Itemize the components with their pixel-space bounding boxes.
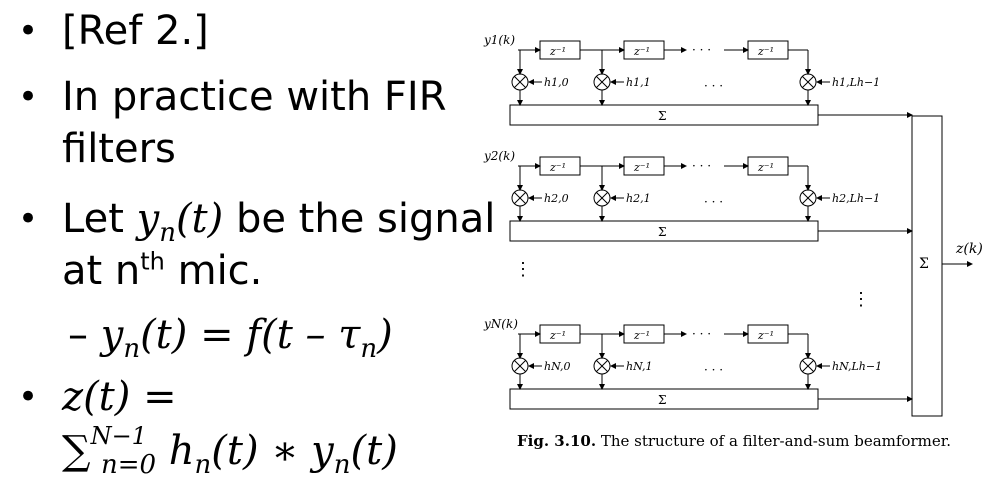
- horizontal-ellipsis: · · ·: [704, 363, 723, 377]
- bullet-dot: •: [18, 77, 39, 117]
- vertical-ellipsis-left: ⋮: [514, 259, 532, 280]
- tap-coefficient: h2,Lh−1: [832, 192, 880, 205]
- tap-coefficient: h1,Lh−1: [832, 76, 880, 89]
- input-label: y2(k): [483, 149, 515, 163]
- tap-coefficient: hN,Lh−1: [832, 360, 882, 373]
- tap-coefficient: h1,0: [544, 76, 569, 89]
- horizontal-ellipsis: · · ·: [692, 327, 711, 341]
- multiplier-cross: [596, 360, 608, 372]
- horizontal-ellipsis: · · ·: [692, 159, 711, 173]
- sub-bullet-equation: – yn(t) = f(t – τn): [68, 312, 393, 364]
- delay-label: z⁻¹: [757, 161, 774, 174]
- delay-label: z⁻¹: [633, 329, 650, 342]
- tap-coefficient: h1,1: [626, 76, 651, 89]
- tap-coefficient: hN,0: [544, 360, 571, 373]
- delay-label: z⁻¹: [757, 45, 774, 58]
- multiplier-cross: [514, 76, 526, 88]
- horizontal-ellipsis: · · ·: [704, 79, 723, 93]
- output-label: z(k): [955, 241, 983, 257]
- bullet-dot: •: [18, 11, 39, 51]
- delay-label: z⁻¹: [549, 161, 566, 174]
- bullet-list: • [Ref 2.] • In practice with FIR filter…: [18, 8, 496, 480]
- bullet-fir-line2: filters: [62, 126, 176, 172]
- input-label: yN(k): [483, 317, 518, 331]
- delay-label: z⁻¹: [549, 329, 566, 342]
- delay-label: z⁻¹: [549, 45, 566, 58]
- sum-equation: ∑N−1n=0 hn(t) ∗ yn(t): [62, 422, 398, 480]
- multiplier-cross: [514, 360, 526, 372]
- row-sum-label: Σ: [658, 109, 666, 123]
- horizontal-ellipsis: · · ·: [692, 43, 711, 57]
- multiplier-cross: [802, 76, 814, 88]
- beamformer-diagram: y1(k) z⁻¹ z⁻¹ z⁻¹ · · · h1,0 h1,1 h1,Lh−1 · · · Σ…: [483, 33, 983, 417]
- final-sum-box: [911, 115, 943, 417]
- delay-label: z⁻¹: [757, 329, 774, 342]
- multiplier-cross: [596, 76, 608, 88]
- figure-caption: Fig. 3.10. The structure of a filter-and…: [517, 432, 952, 450]
- delay-label: z⁻¹: [633, 161, 650, 174]
- vertical-ellipsis-right: ⋮: [852, 289, 870, 310]
- row-sum-label: Σ: [658, 225, 666, 239]
- final-sum-label: Σ: [919, 256, 929, 272]
- multiplier-cross: [514, 192, 526, 204]
- bullet-dot: •: [18, 199, 39, 239]
- tap-coefficient: h2,1: [626, 192, 651, 205]
- bullet-let-line2: at nth mic.: [62, 247, 263, 294]
- delay-label: z⁻¹: [633, 45, 650, 58]
- horizontal-ellipsis: · · ·: [704, 195, 723, 209]
- multiplier-cross: [802, 360, 814, 372]
- tap-coefficient: hN,1: [626, 360, 653, 373]
- multiplier-cross: [802, 192, 814, 204]
- input-label: y1(k): [483, 33, 515, 47]
- tap-coefficient: h2,0: [544, 192, 569, 205]
- row-sum-label: Σ: [658, 393, 666, 407]
- multiplier-cross: [596, 192, 608, 204]
- bullet-dot: •: [18, 377, 39, 417]
